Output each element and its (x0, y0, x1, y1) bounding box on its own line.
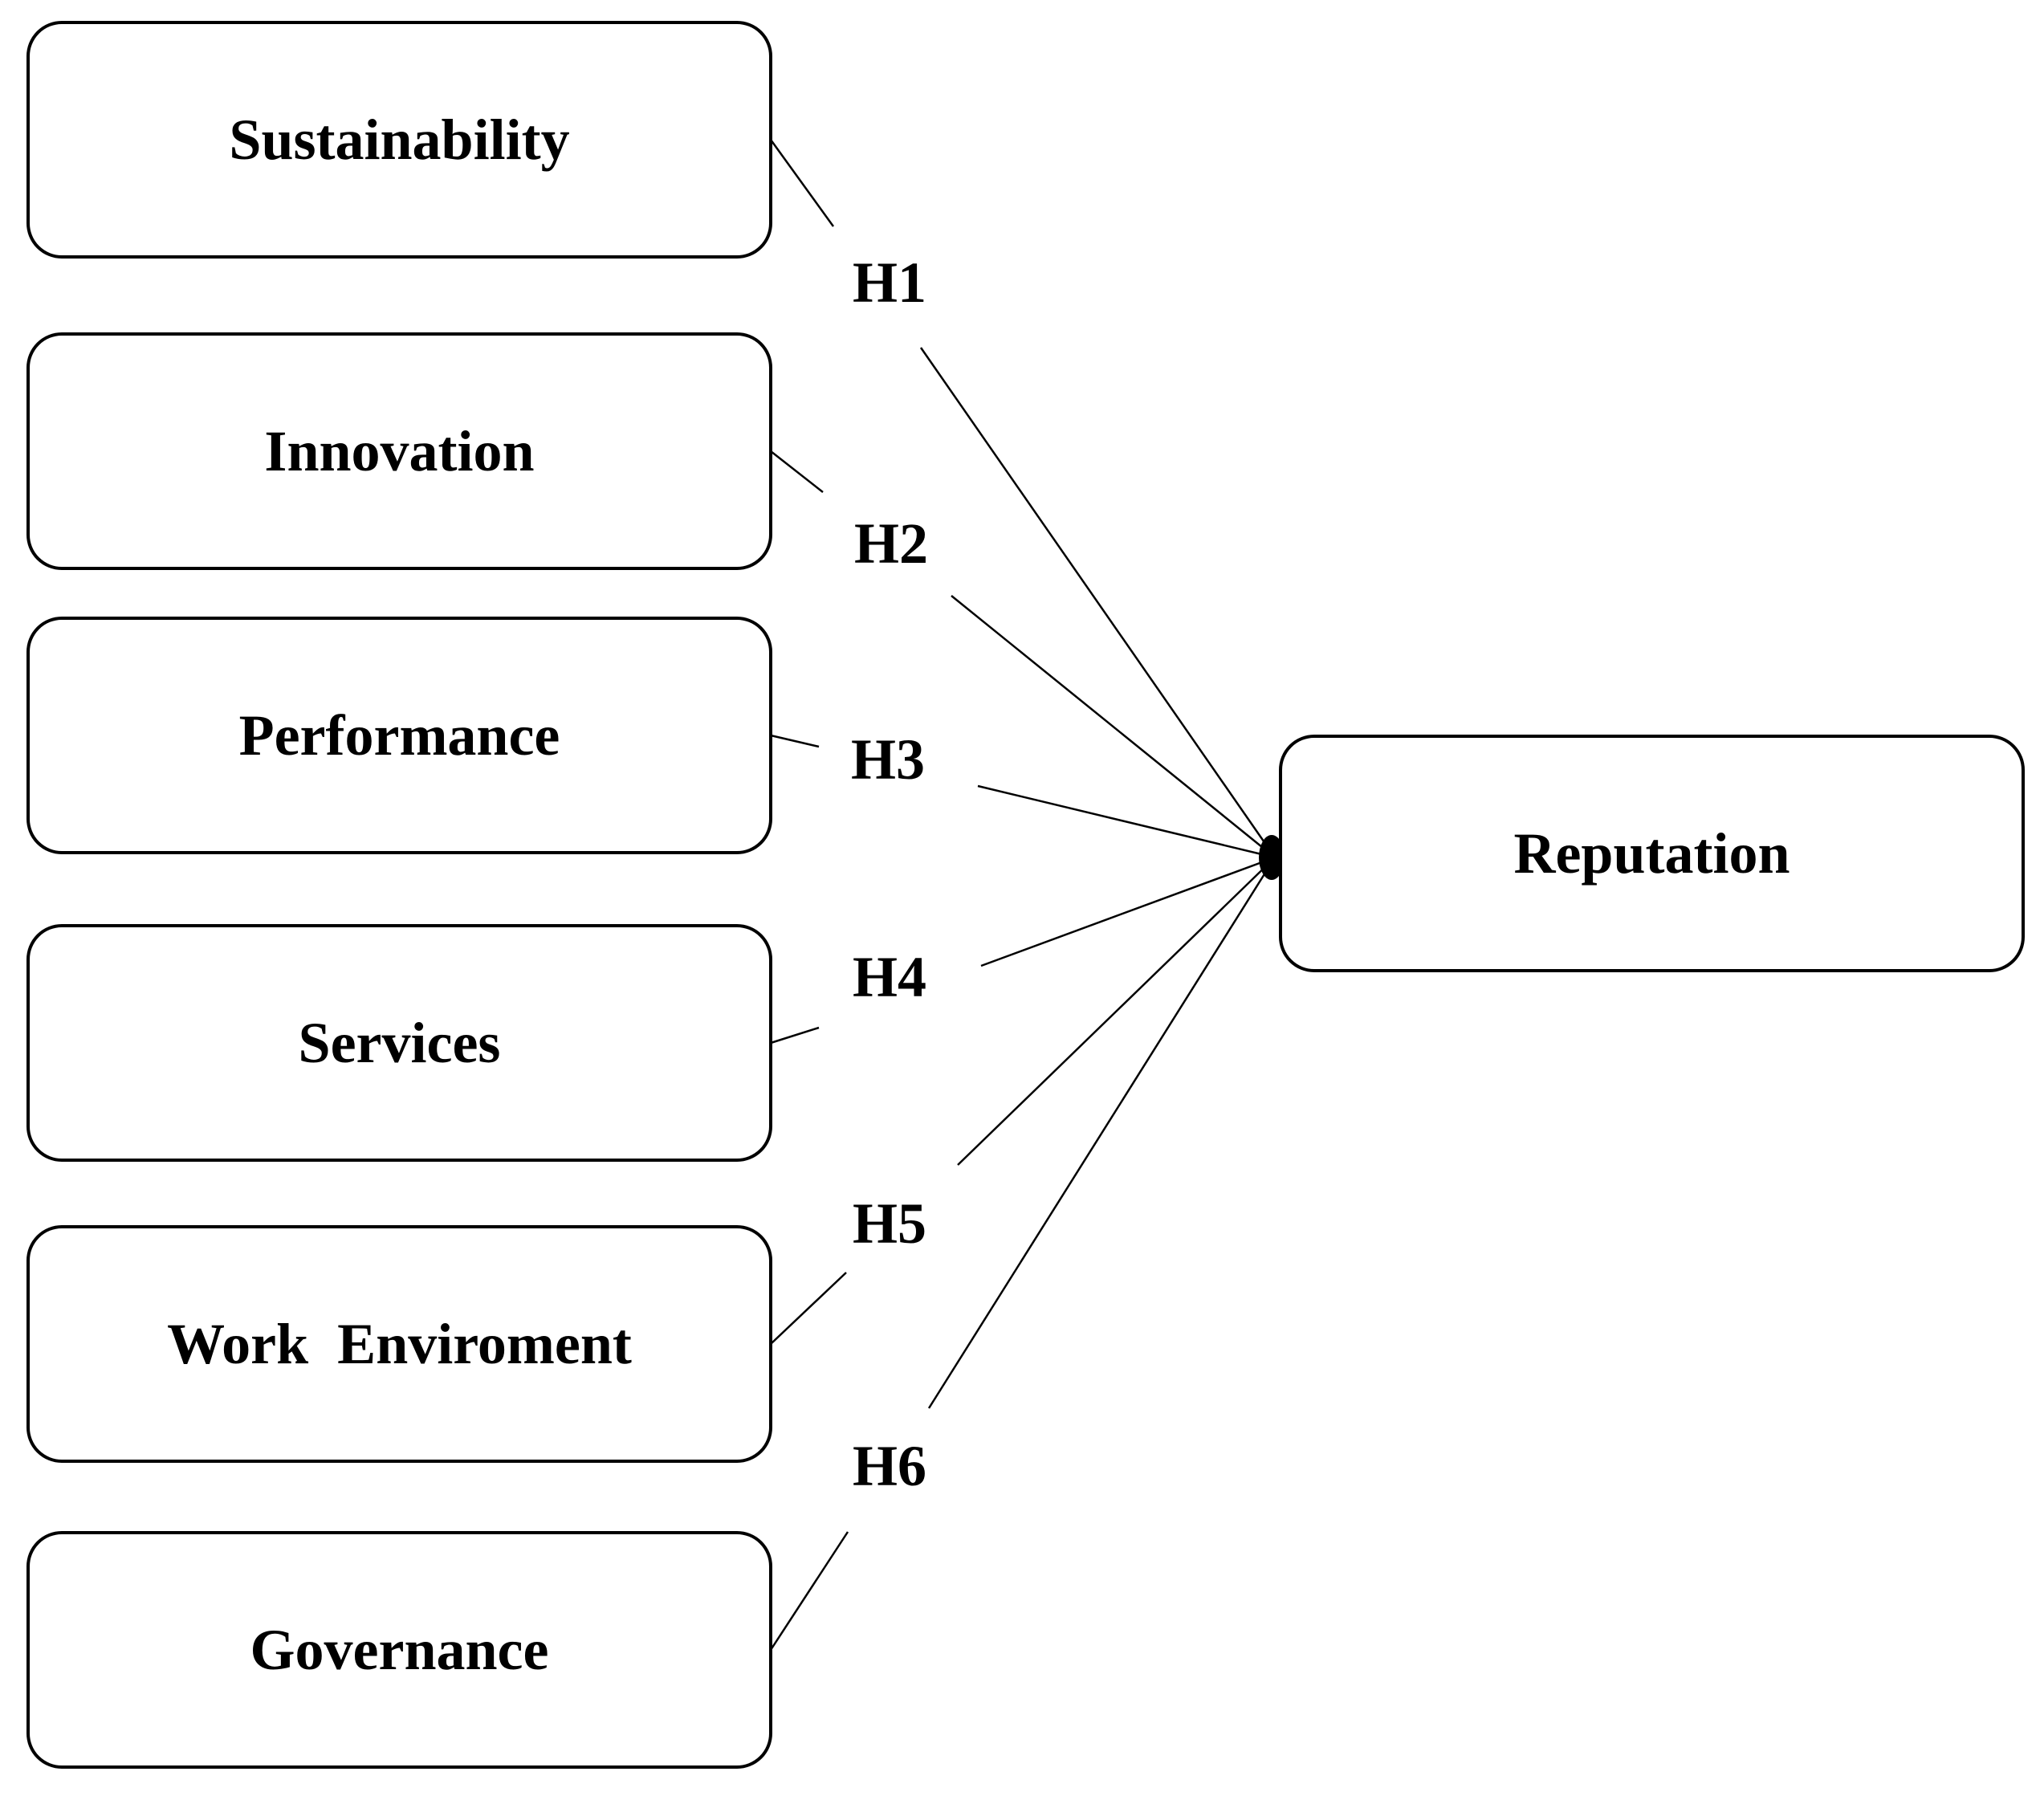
construct-label: Innovation (264, 419, 534, 483)
construct-box-6: Governance (26, 1531, 772, 1769)
construct-box-frame (26, 617, 772, 854)
construct-label: Performance (239, 703, 560, 768)
construct-box-2: Innovation (26, 332, 772, 570)
arrowhead-icon (1259, 835, 1285, 880)
construct-box-frame (26, 1531, 772, 1769)
path-segment-3-b (977, 784, 1276, 859)
path-segment-5-a (770, 1272, 847, 1345)
construct-label: Sustainability (229, 108, 569, 172)
path-segment-6-a (769, 1531, 849, 1651)
construct-box-1: Sustainability (26, 21, 772, 259)
construct-label: Governance (250, 1618, 549, 1682)
construct-label: Work Enviroment (167, 1312, 632, 1376)
hypothesis-label-6: H6 (853, 1434, 926, 1498)
hypothesis-label-2: H2 (854, 511, 928, 576)
outcome-box-frame (1279, 735, 2025, 972)
construct-box-frame (26, 21, 772, 259)
hypothesis-label-5: H5 (853, 1191, 926, 1256)
construct-box-frame (26, 332, 772, 570)
construct-box-frame (26, 1225, 772, 1463)
path-segment-4-b (980, 856, 1276, 967)
construct-boxes: SustainabilityInnovationPerformanceServi… (26, 21, 2025, 1769)
construct-box-3: Performance (26, 617, 772, 854)
path-segment-5-b (957, 857, 1276, 1166)
path-segment-2-a (770, 450, 824, 493)
path-segment-1-b (919, 347, 1276, 858)
hypothesis-label-4: H4 (853, 945, 926, 1009)
path-segment-3-a (770, 734, 820, 748)
path-segment-6-b (927, 857, 1276, 1409)
hypothesis-paths (769, 139, 1285, 1651)
construct-box-frame (26, 924, 772, 1162)
construct-box-5: Work Enviroment (26, 1225, 772, 1463)
path-segment-1-a (769, 139, 835, 227)
hypothesis-label-1: H1 (853, 250, 926, 315)
outcome-label: Reputation (1513, 821, 1790, 886)
path-segment-2-b (951, 595, 1276, 858)
path-segment-4-a (770, 1026, 820, 1045)
construct-label: Services (299, 1011, 501, 1075)
hypothesis-label-3: H3 (851, 727, 925, 792)
construct-box-4: Services (26, 924, 772, 1162)
outcome-box: Reputation (1279, 735, 2025, 972)
